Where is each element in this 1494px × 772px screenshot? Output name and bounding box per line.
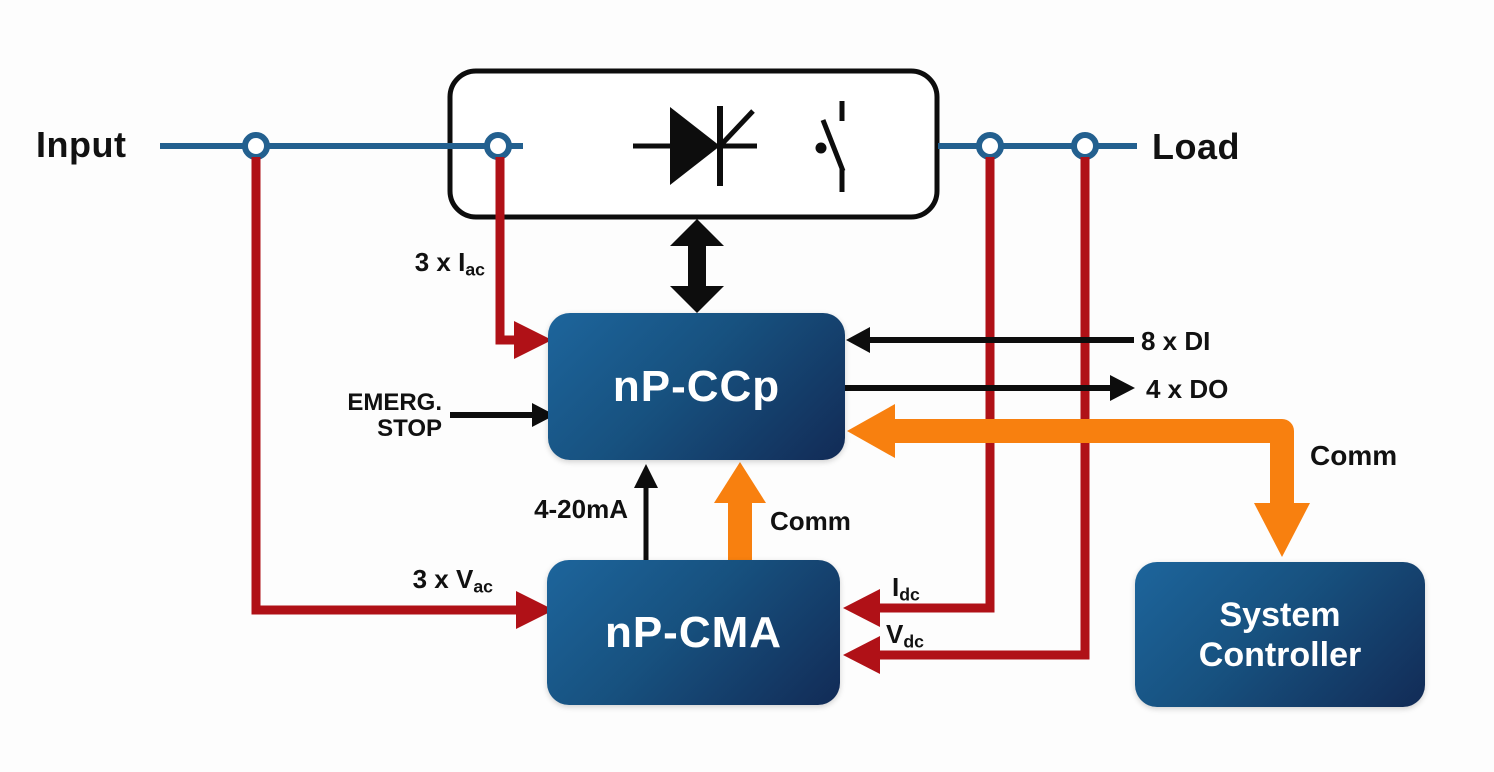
vdc-wire	[880, 157, 1090, 660]
comm-left-arrowhead-icon	[847, 404, 895, 458]
node-system-controller: System Controller	[1135, 562, 1425, 707]
measurement-wires	[251, 157, 1090, 660]
comm-down-arrowhead-icon	[1254, 503, 1310, 557]
do-label: 4 x DO	[1146, 374, 1229, 404]
system-controller-label: System Controller	[1198, 595, 1362, 674]
idc-wire	[880, 157, 995, 613]
do-arrowhead-icon	[1110, 375, 1135, 401]
thyristor-icon	[633, 106, 757, 186]
measurement-arrowheads	[514, 321, 880, 674]
comm-paths	[714, 404, 1310, 560]
idc-label: Idc	[892, 572, 920, 605]
iac-wire	[495, 157, 514, 345]
node-np-ccp: nP-CCp	[548, 313, 845, 460]
analog-4-20ma-label: 4-20mA	[534, 494, 628, 524]
np-ccp-label: nP-CCp	[612, 361, 781, 411]
input-label: Input	[36, 124, 127, 165]
di-arrowhead-icon	[846, 327, 870, 353]
node-np-cma: nP-CMA	[547, 560, 840, 705]
np-cma-label: nP-CMA	[604, 607, 783, 657]
analog-arrowhead-icon	[634, 464, 658, 488]
tap-node-icon	[484, 132, 512, 160]
iac-arrowhead-icon	[514, 321, 552, 359]
tap-node-icon	[242, 132, 270, 160]
comm-up-arrowhead-icon	[714, 462, 766, 503]
gate-drive-double-arrow-icon	[670, 219, 724, 313]
comm-system-label: Comm	[1310, 440, 1398, 471]
idc-arrowhead-icon	[843, 589, 880, 627]
vac-arrowhead-icon	[516, 591, 554, 629]
emerg-arrowhead-icon	[532, 403, 555, 427]
vdc-arrowhead-icon	[843, 636, 880, 674]
vac-label: 3 x Vac	[412, 564, 493, 597]
digital-io-arrows	[450, 327, 1135, 560]
vdc-label: Vdc	[886, 619, 924, 652]
di-label: 8 x DI	[1141, 326, 1211, 356]
emergency-stop-label: EMERG. STOP	[347, 389, 442, 442]
tap-node-icon	[976, 132, 1004, 160]
comm-internal-label: Comm	[770, 506, 851, 536]
switch-icon	[815, 101, 846, 192]
iac-label: 3 x Iac	[414, 247, 485, 280]
tap-node-icon	[1071, 132, 1099, 160]
vac-wire	[251, 157, 516, 615]
comm-system-path	[893, 419, 1294, 505]
load-label: Load	[1152, 126, 1240, 167]
